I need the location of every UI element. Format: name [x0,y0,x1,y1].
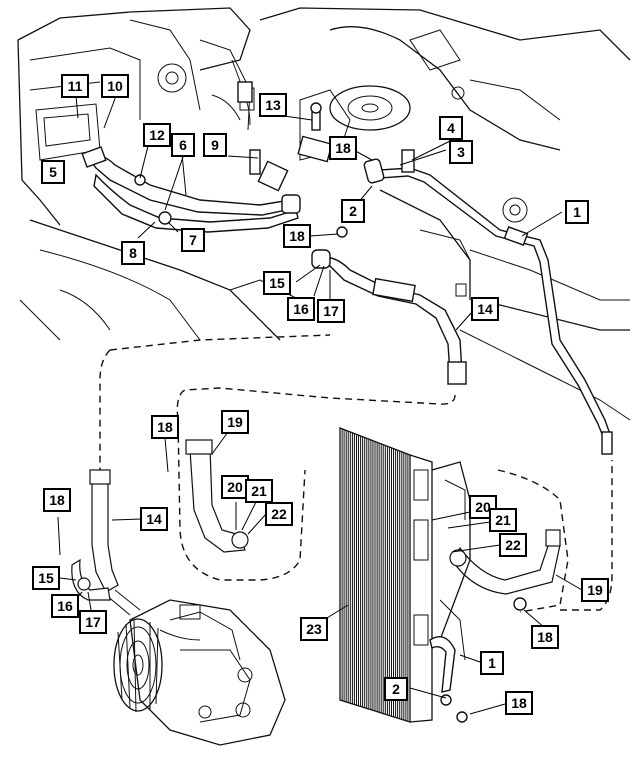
callout-14: 14 [140,507,168,531]
svg-text:4: 4 [447,120,455,136]
callout-9: 9 [203,133,227,157]
svg-text:18: 18 [49,492,65,508]
svg-text:22: 22 [505,537,521,553]
svg-text:8: 8 [129,245,137,261]
callout-16: 16 [287,297,315,321]
callout-5: 5 [41,160,65,184]
svg-text:12: 12 [149,127,165,143]
callout-1: 1 [565,200,589,224]
callout-21: 21 [489,508,517,532]
svg-text:5: 5 [49,164,57,180]
callout-21: 21 [245,479,273,503]
engine-bay-outline [17,7,631,421]
svg-text:14: 14 [477,301,493,317]
svg-text:18: 18 [537,629,553,645]
callout-1: 1 [480,651,504,675]
svg-text:1: 1 [573,204,581,220]
svg-text:15: 15 [38,570,54,586]
callout-18: 18 [329,136,357,160]
callout-2: 2 [341,199,365,223]
callout-18: 18 [505,691,533,715]
svg-text:2: 2 [349,203,357,219]
ac-compressor [99,589,286,746]
svg-text:21: 21 [251,483,267,499]
callout-18: 18 [43,488,71,512]
svg-text:18: 18 [157,419,173,435]
svg-text:19: 19 [227,414,243,430]
ac-lines-lower [71,439,561,601]
callout-7: 7 [181,228,205,252]
svg-text:13: 13 [265,97,281,113]
svg-text:17: 17 [85,614,101,630]
callout-16: 16 [51,594,79,618]
callout-labels: 11 10 12 6 9 13 18 4 3 5 2 1 8 7 18 [32,74,609,715]
callout-8: 8 [121,241,145,265]
callout-3: 3 [449,140,473,164]
callout-20: 20 [221,475,249,499]
svg-text:7: 7 [189,232,197,248]
svg-text:15: 15 [269,275,285,291]
svg-text:16: 16 [57,598,73,614]
callout-18: 18 [151,415,179,439]
svg-text:18: 18 [511,695,527,711]
svg-text:14: 14 [146,511,162,527]
svg-text:6: 6 [179,137,187,153]
callout-4: 4 [439,116,463,140]
callout-10: 10 [101,74,129,98]
svg-text:1: 1 [488,655,496,671]
callout-12: 12 [143,123,171,147]
callout-15: 15 [32,566,60,590]
leader-lines [57,95,583,715]
svg-text:9: 9 [211,137,219,153]
condenser [339,427,527,723]
callout-22: 22 [499,533,527,557]
svg-text:20: 20 [227,479,243,495]
svg-text:22: 22 [271,506,287,522]
callout-17: 17 [317,299,345,323]
svg-text:18: 18 [289,228,305,244]
svg-text:17: 17 [323,303,339,319]
svg-text:10: 10 [107,78,123,94]
svg-text:19: 19 [587,582,603,598]
callout-15: 15 [263,271,291,295]
callout-22: 22 [265,502,293,526]
callout-6: 6 [171,133,195,157]
callout-23: 23 [300,617,328,641]
callout-18: 18 [283,224,311,248]
callout-19: 19 [221,410,249,434]
callout-18: 18 [531,625,559,649]
routing-dash-lines [99,334,613,613]
callout-13: 13 [259,93,287,117]
callout-14: 14 [471,297,499,321]
callout-19: 19 [581,578,609,602]
callout-17: 17 [79,610,107,634]
svg-text:3: 3 [457,144,465,160]
callout-2: 2 [384,677,408,701]
svg-text:23: 23 [306,621,322,637]
ac-lines-upper [81,81,613,455]
svg-text:20: 20 [475,499,491,515]
svg-text:21: 21 [495,512,511,528]
svg-text:18: 18 [335,140,351,156]
svg-text:11: 11 [68,78,83,94]
svg-text:16: 16 [293,301,309,317]
svg-text:2: 2 [392,681,400,697]
callout-11: 11 [61,74,89,98]
